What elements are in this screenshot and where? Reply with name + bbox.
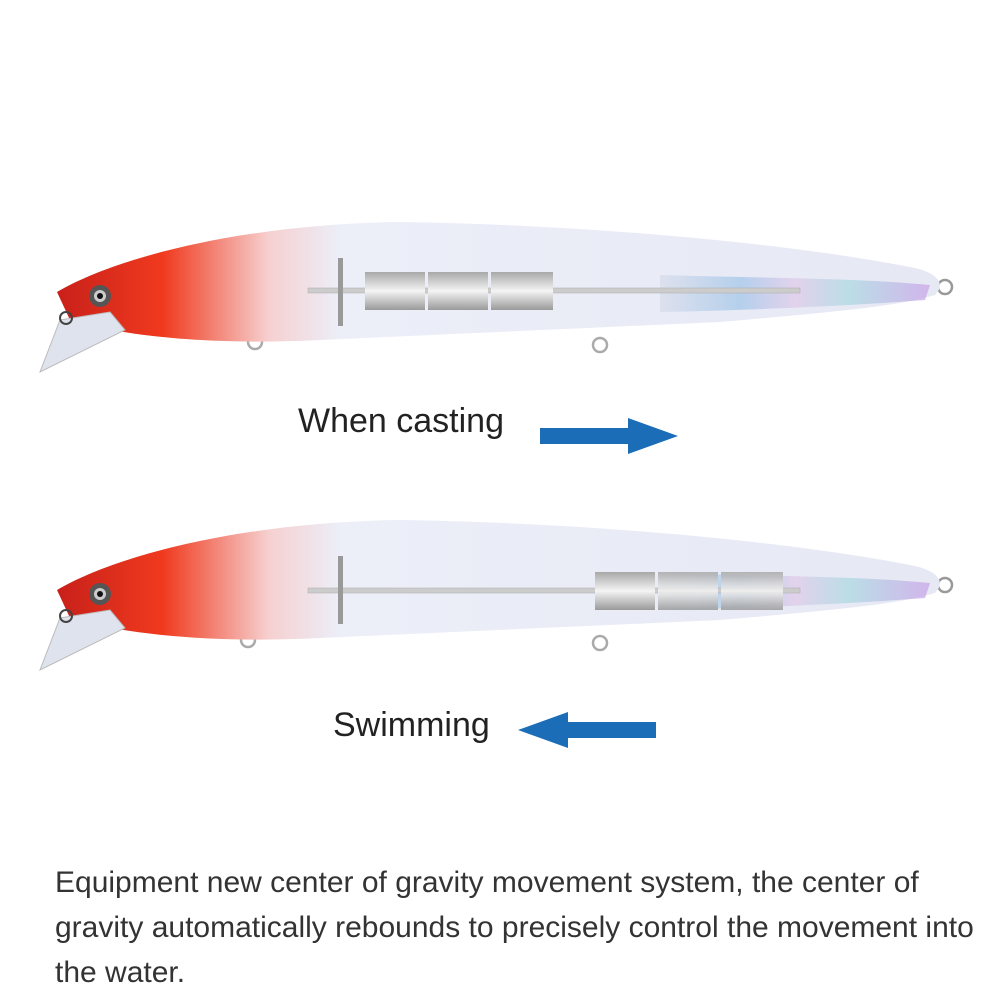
lure-swimming: [39, 520, 954, 672]
weight-ball: [428, 272, 488, 310]
weight-ball: [491, 272, 553, 310]
weight-ball: [721, 572, 783, 610]
weight-system: [307, 556, 801, 624]
weight-ball: [365, 272, 425, 310]
lure-body: [39, 520, 954, 672]
arrow-left-icon: [518, 712, 656, 748]
weight-ball: [595, 572, 655, 610]
weight-system: [307, 258, 801, 326]
weight-ball: [658, 572, 718, 610]
description-text: Equipment new center of gravity movement…: [55, 866, 974, 989]
arrow-right-icon: [540, 418, 678, 454]
swimming-label: Swimming: [333, 706, 490, 744]
casting-label: When casting: [298, 402, 504, 440]
lure-casting: [39, 222, 954, 374]
